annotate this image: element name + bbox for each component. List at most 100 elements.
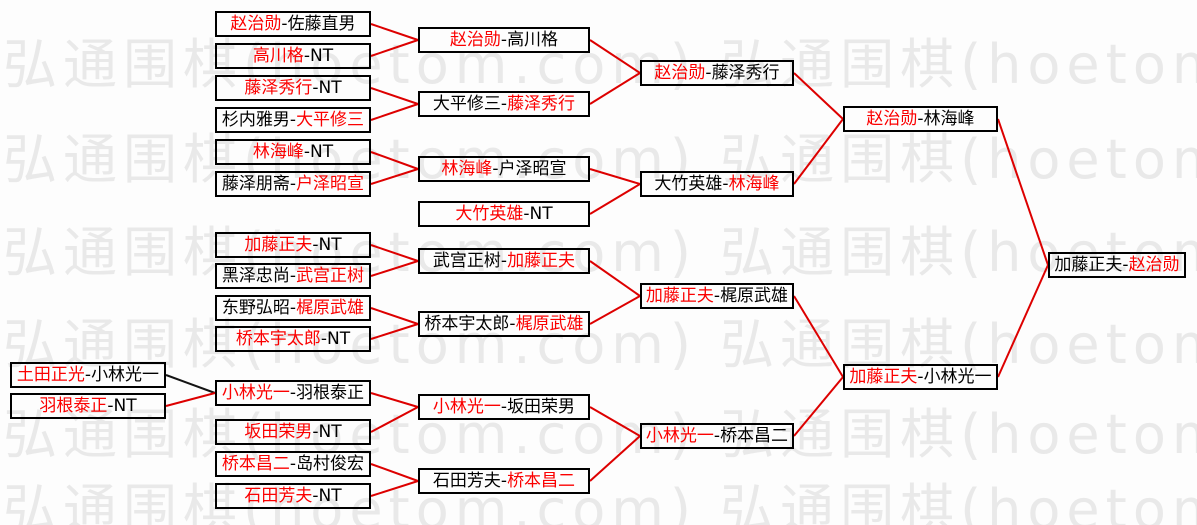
- player-name-right: 高川格: [507, 29, 559, 50]
- player-name-right: 坂田荣男: [507, 396, 576, 417]
- player-name-right: NT: [318, 234, 342, 255]
- match-box-c1[interactable]: 赵治勋-藤泽秀行: [640, 60, 794, 86]
- player-name-left: 赵治勋: [230, 13, 282, 34]
- match-box-b3[interactable]: 林海峰-户泽昭宣: [418, 156, 590, 182]
- dash: -: [500, 396, 508, 417]
- match-box-b4[interactable]: 大竹英雄-NT: [418, 201, 590, 227]
- match-box-a7[interactable]: 加藤正夫-NT: [215, 232, 371, 258]
- match-box-a11[interactable]: 小林光一-羽根泰正: [215, 380, 371, 406]
- player-name-left: 小林光一: [432, 396, 501, 417]
- match-box-a1[interactable]: 赵治勋-佐藤直男: [215, 11, 371, 37]
- match-box-fl2[interactable]: 羽根泰正-NT: [10, 393, 166, 419]
- player-name-right: 赵治勋: [1128, 254, 1180, 275]
- match-box-a8[interactable]: 黑泽忠尚-武宫正树: [215, 263, 371, 289]
- player-name-right: 藤泽秀行: [507, 93, 576, 114]
- match-box-d2[interactable]: 加藤正夫-小林光一: [843, 364, 998, 390]
- match-box-a6[interactable]: 藤泽朋斋-户泽昭宣: [215, 171, 371, 197]
- dash: -: [289, 297, 297, 318]
- dash: -: [713, 285, 721, 306]
- match-box-a3[interactable]: 藤泽秀行-NT: [215, 75, 371, 101]
- match-box-c3[interactable]: 加藤正夫-梶原武雄: [640, 283, 794, 309]
- match-box-b2[interactable]: 大平修三-藤泽秀行: [418, 91, 590, 117]
- player-name-left: 桥本昌二: [221, 453, 290, 474]
- match-box-a13[interactable]: 桥本昌二-岛村俊宏: [215, 451, 371, 477]
- dash: -: [289, 265, 297, 286]
- player-name-right: 梶原武雄: [720, 285, 789, 306]
- match-box-a10[interactable]: 桥本宇太郎-NT: [215, 326, 371, 352]
- player-name-right: NT: [318, 77, 342, 98]
- match-box-a12[interactable]: 坂田荣男-NT: [215, 419, 371, 445]
- player-name-left: 林海峰: [252, 141, 304, 162]
- player-name-left: 林海峰: [441, 158, 493, 179]
- player-name-left: 大竹英雄: [654, 173, 723, 194]
- dash: -: [500, 29, 508, 50]
- player-name-left: 藤泽秀行: [244, 77, 313, 98]
- dash: -: [84, 364, 92, 385]
- dash: -: [722, 173, 729, 194]
- player-name-right: 岛村俊宏: [296, 453, 365, 474]
- player-name-right: 大平修三: [296, 109, 365, 130]
- match-box-b7[interactable]: 小林光一-坂田荣男: [418, 394, 590, 420]
- match-box-a14[interactable]: 石田芳夫-NT: [215, 483, 371, 509]
- dash: -: [303, 45, 311, 66]
- match-box-c4[interactable]: 小林光一-桥本昌二: [640, 423, 794, 449]
- match-box-a5[interactable]: 林海峰-NT: [215, 139, 371, 165]
- match-box-e1[interactable]: 加藤正夫-赵治勋: [1048, 252, 1186, 278]
- match-box-a9[interactable]: 东野弘昭-梶原武雄: [215, 295, 371, 321]
- watermark-text: 弘通围棋(hoetom.com) 弘通围棋(hoetom.com): [3, 478, 1197, 525]
- dash: -: [303, 141, 311, 162]
- match-box-a4[interactable]: 杉内雅男-大平修三: [215, 107, 371, 133]
- player-name-right: 梶原武雄: [515, 313, 584, 334]
- player-name-right: 户泽昭宣: [296, 173, 365, 194]
- dash: -: [107, 395, 114, 416]
- player-name-left: 武宫正树: [432, 250, 501, 271]
- dash: -: [1122, 254, 1129, 275]
- dash: -: [500, 470, 508, 491]
- player-name-left: 桥本宇太郎: [235, 328, 321, 349]
- player-name-left: 黑泽忠尚: [221, 265, 290, 286]
- dash: -: [705, 62, 712, 83]
- match-box-d1[interactable]: 赵治勋-林海峰: [843, 106, 998, 132]
- dash: -: [523, 203, 530, 224]
- dash: -: [917, 366, 924, 387]
- player-name-left: 加藤正夫: [645, 285, 714, 306]
- player-name-right: 桥本昌二: [720, 425, 789, 446]
- match-box-a2[interactable]: 高川格-NT: [215, 43, 371, 69]
- dash: -: [320, 328, 328, 349]
- dash: -: [917, 108, 924, 129]
- player-name-right: 小林光一: [91, 364, 160, 385]
- dash: -: [281, 13, 288, 34]
- dash: -: [312, 234, 319, 255]
- player-name-right: 林海峰: [728, 173, 780, 194]
- player-name-left: 加藤正夫: [1054, 254, 1123, 275]
- match-box-b6[interactable]: 桥本宇太郎-梶原武雄: [418, 311, 590, 337]
- dash: -: [289, 173, 297, 194]
- player-name-right: 佐藤直男: [287, 13, 356, 34]
- player-name-left: 赵治勋: [866, 108, 918, 129]
- match-box-b1[interactable]: 赵治勋-高川格: [418, 27, 590, 53]
- player-name-right: NT: [327, 328, 351, 349]
- player-name-left: 加藤正夫: [849, 366, 918, 387]
- match-box-c2[interactable]: 大竹英雄-林海峰: [640, 171, 794, 197]
- player-name-right: 加藤正夫: [507, 250, 576, 271]
- dash: -: [289, 453, 297, 474]
- player-name-left: 东野弘昭: [221, 297, 290, 318]
- match-box-fl1[interactable]: 土田正光-小林光一: [10, 362, 166, 388]
- player-name-left: 加藤正夫: [244, 234, 313, 255]
- player-name-left: 桥本宇太郎: [424, 313, 510, 334]
- player-name-left: 藤泽朋斋: [221, 173, 290, 194]
- player-name-left: 小林光一: [645, 425, 714, 446]
- dash: -: [312, 77, 319, 98]
- match-box-b8[interactable]: 石田芳夫-桥本昌二: [418, 468, 590, 494]
- player-name-left: 石田芳夫: [432, 470, 501, 491]
- player-name-right: NT: [310, 141, 334, 162]
- player-name-right: NT: [529, 203, 553, 224]
- player-name-right: NT: [318, 421, 342, 442]
- player-name-left: 大平修三: [432, 93, 501, 114]
- match-box-b5[interactable]: 武宫正树-加藤正夫: [418, 248, 590, 274]
- player-name-left: 赵治勋: [654, 62, 706, 83]
- player-name-right: 武宫正树: [296, 265, 365, 286]
- dash: -: [492, 158, 499, 179]
